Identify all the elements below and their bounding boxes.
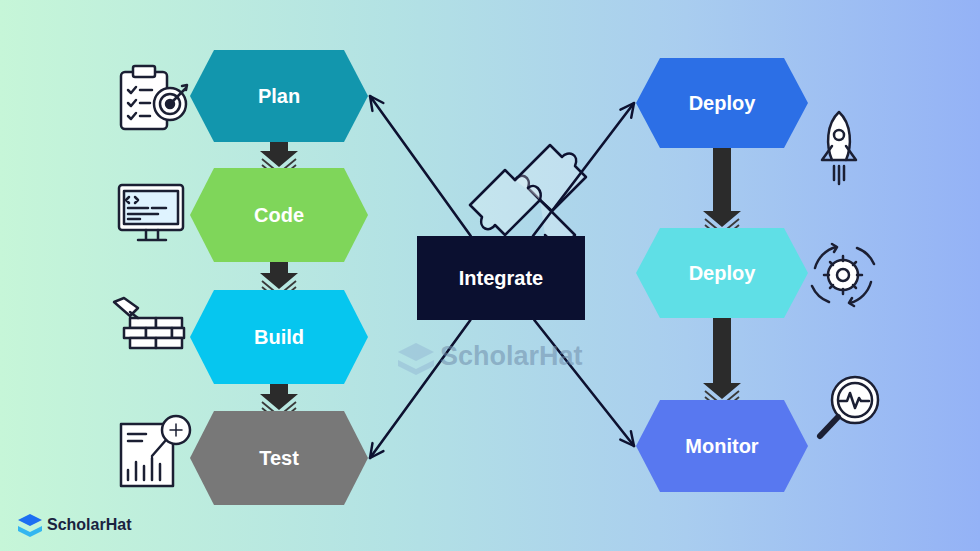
hexagon-fill (636, 58, 808, 148)
arrow-stem (713, 318, 731, 384)
node-label: Build (254, 326, 304, 349)
brand-name: ScholarHat (47, 516, 131, 534)
node-label: Test (259, 447, 299, 470)
arrow-head (260, 151, 298, 167)
process-hexagon: Build (190, 290, 368, 384)
arrow-head (260, 394, 298, 410)
deploy-icon (822, 112, 856, 184)
arrow-stem (270, 384, 288, 395)
integrate-box: Integrate (417, 236, 585, 320)
watermark: ScholarHat (440, 341, 583, 372)
integration-arrow (370, 96, 471, 236)
arrow-head (703, 383, 741, 399)
plan-icon (121, 66, 187, 129)
flow-arrow (703, 318, 741, 411)
code-icon (119, 185, 183, 240)
hexagon-fill (190, 290, 368, 384)
arrow-stem (713, 148, 731, 212)
process-hexagon: Deploy (636, 228, 808, 318)
process-hexagon: Deploy (636, 58, 808, 148)
integration-arrow (533, 103, 634, 236)
node-label: Code (254, 204, 304, 227)
connector-line (370, 320, 470, 458)
test-icon (121, 416, 190, 486)
arrow-head (703, 211, 741, 227)
connector-line (534, 320, 634, 446)
hexagon-fill (636, 400, 808, 492)
node-label: Plan (258, 85, 300, 108)
hexagon-fill (636, 228, 808, 318)
arrow-stem (270, 142, 288, 152)
puzzle-icon (470, 145, 586, 250)
process-hexagon: Monitor (636, 400, 808, 492)
node-label: Monitor (685, 435, 758, 458)
node-label: Deploy (689, 92, 756, 115)
integration-arrow (370, 320, 470, 458)
deploy-gear-icon (812, 244, 874, 306)
hexagon-fill (190, 411, 368, 505)
watermark-logo (398, 343, 434, 375)
integration-arrow (534, 320, 634, 446)
node-label: Deploy (689, 262, 756, 285)
node-label: Integrate (459, 267, 543, 290)
connector-line (370, 96, 471, 236)
process-hexagon: Code (190, 168, 368, 262)
flow-arrow (703, 148, 741, 239)
monitor-icon (820, 377, 878, 436)
arrow-stem (270, 262, 288, 274)
connector-line (533, 103, 634, 236)
arrow-head (260, 273, 298, 289)
build-icon (114, 298, 184, 348)
process-hexagon: Plan (190, 50, 368, 142)
process-hexagon: Test (190, 411, 368, 505)
box-fill (417, 236, 585, 320)
brand-logo (18, 514, 42, 537)
hexagon-fill (190, 168, 368, 262)
hexagon-fill (190, 50, 368, 142)
